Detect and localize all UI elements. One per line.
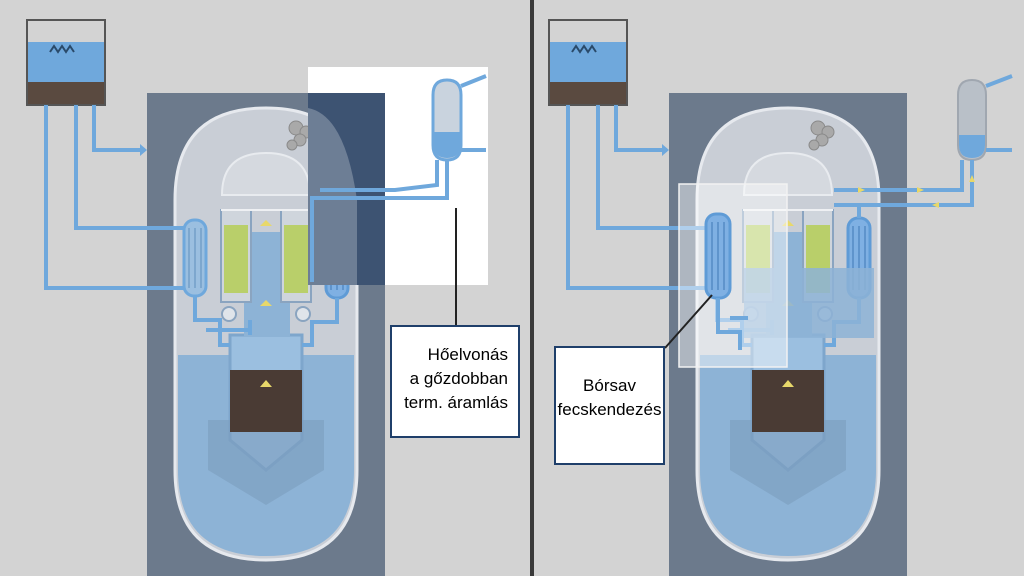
callout-heat-removal: Hőelvonás a gőzdobban term. áramlás: [390, 325, 520, 438]
steam-drum-left: [310, 74, 487, 282]
callout-boric-acid: Bórsav fecskendezés: [554, 346, 665, 465]
steam-drum-right: [834, 74, 1013, 208]
callout-line: fecskendezés: [557, 400, 662, 419]
right-panel: [547, 18, 1013, 576]
callout-line: a gőzdobban: [409, 369, 508, 388]
highlight-window-right: [678, 183, 788, 368]
callout-pointer-right: [664, 294, 713, 349]
panel-divider: [530, 0, 534, 576]
left-panel: [25, 18, 488, 576]
callout-line: term. áramlás: [404, 393, 508, 412]
callout-line: Bórsav: [583, 376, 636, 395]
callout-line: Hőelvonás: [427, 345, 508, 364]
